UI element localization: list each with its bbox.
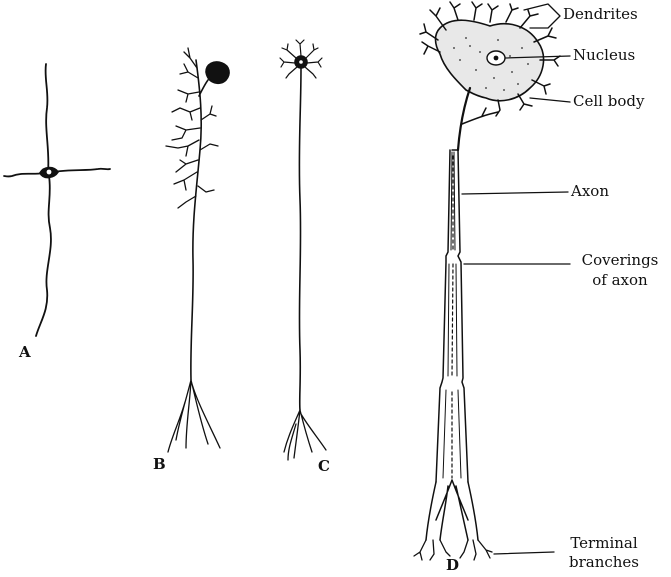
neuron-d-axon-hillock [458, 88, 470, 150]
neuron-b-stalk [199, 80, 208, 96]
neuron-d-collateral-branch [462, 108, 498, 124]
neuron-d-letter: D [446, 557, 459, 574]
coverings-of-axon-label-line1: Coverings [572, 252, 668, 269]
neuron-a-process-left [4, 173, 44, 176]
neuron-a-process-up [46, 64, 49, 172]
neuron-a-process-down [36, 176, 51, 336]
neuron-b-cell-body [206, 62, 229, 83]
neuron-c-drawing [280, 40, 326, 460]
neuron-a-nucleus [47, 170, 52, 175]
nucleus-label: Nucleus [573, 47, 635, 64]
neuron-c-axon [299, 68, 301, 410]
neuron-a-letter: A [19, 344, 31, 361]
dendrites-label: Dendrites [563, 6, 638, 23]
neuron-d-axon-core [452, 156, 453, 478]
axon-leader [462, 192, 568, 194]
coverings-of-axon-label-line2: of axon [572, 272, 668, 289]
terminal-branches-label-line2: branches [556, 554, 652, 571]
neuron-a-process-right [54, 169, 110, 172]
neuron-d-drawing [414, 2, 560, 560]
terminal-branches-label-line1: Terminal [556, 535, 652, 552]
neuron-d-axon-split [426, 480, 478, 540]
neuron-b-terminal-branches [168, 380, 220, 452]
neuron-d-nucleolus [494, 56, 499, 61]
neuron-b-drawing [166, 48, 229, 452]
axon-label: Axon [571, 183, 609, 200]
cell-body-label: Cell body [573, 93, 644, 110]
neuron-c-letter: C [318, 458, 330, 475]
neuron-c-terminal-branches [284, 410, 326, 460]
terminal-leader [494, 552, 554, 554]
neuron-c-nucleus [299, 60, 303, 64]
cell-body-leader [530, 98, 570, 102]
neuron-a-drawing [4, 64, 110, 336]
neuron-b-letter: B [153, 456, 166, 473]
